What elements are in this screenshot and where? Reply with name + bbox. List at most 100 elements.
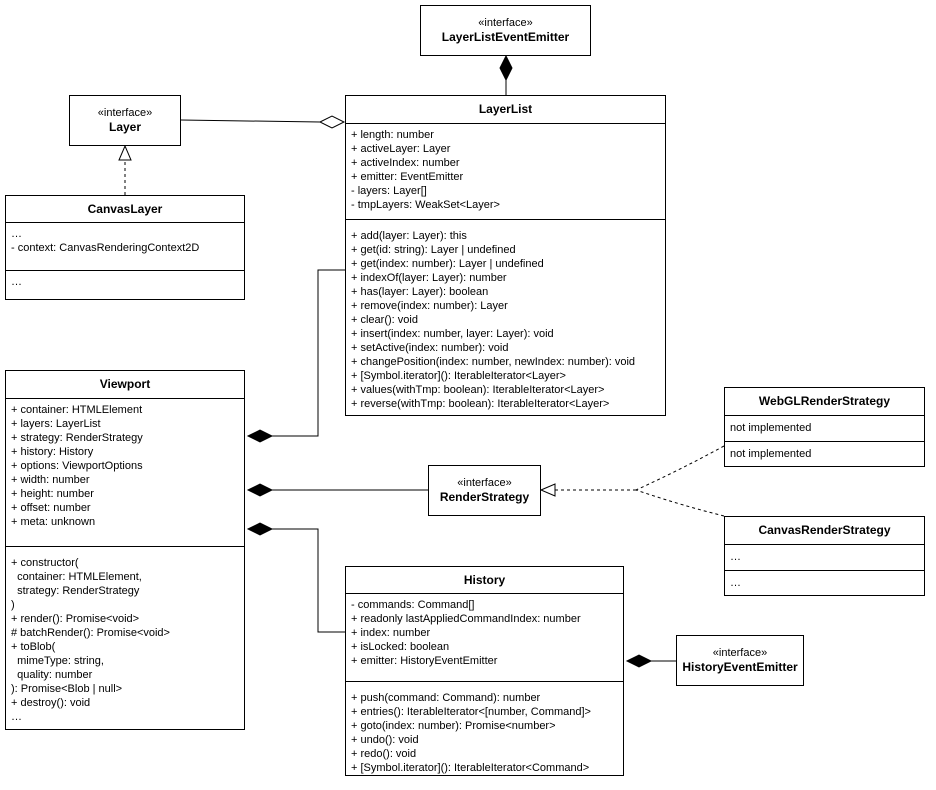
method: + render(): Promise<void>: [11, 613, 140, 625]
stereotype-label: «interface»: [457, 476, 512, 489]
methods-section: + constructor( container: HTMLElement, s…: [6, 546, 244, 728]
method: + indexOf(layer: Layer): number: [351, 272, 507, 284]
class-name: Viewport: [99, 377, 151, 391]
method: + constructor(: [11, 557, 79, 569]
class-layer: «interface» Layer: [69, 95, 181, 146]
method: quality: number: [11, 669, 93, 681]
class-name: CanvasRenderStrategy: [758, 523, 891, 537]
attribute: - commands: Command[]: [351, 599, 475, 611]
edge-history-historyemitter: [625, 654, 676, 668]
method: + redo(): void: [351, 748, 417, 760]
class-name: History: [463, 572, 506, 587]
attributes-section: not implemented: [725, 415, 924, 441]
composition-diamond: [246, 522, 274, 536]
attribute: + container: HTMLElement: [11, 404, 143, 416]
method: …: [11, 276, 22, 288]
edge-canvaslayer-layer: [118, 144, 132, 195]
attribute: + meta: unknown: [11, 516, 96, 528]
attribute: + emitter: HistoryEventEmitter: [351, 655, 498, 667]
attribute: + options: ViewportOptions: [11, 460, 143, 472]
attributes-section: + container: HTMLElement + layers: Layer…: [6, 398, 244, 546]
realization-arrow: [539, 483, 556, 497]
attribute: - context: CanvasRenderingContext2D: [11, 242, 200, 254]
stereotype-label: «interface»: [478, 16, 533, 29]
method: + changePosition(index: number, newIndex…: [351, 356, 636, 368]
class-name: CanvasLayer: [87, 201, 163, 216]
attributes-section: … - context: CanvasRenderingContext2D: [6, 222, 244, 270]
class-name: Layer: [108, 119, 142, 134]
method: + reverse(withTmp: boolean): IterableIte…: [351, 398, 610, 410]
class-history: History - commands: Command[] + readonly…: [345, 566, 624, 776]
attribute: - tmpLayers: WeakSet<Layer>: [351, 199, 500, 211]
method: …: [11, 711, 22, 723]
composition-diamond: [499, 54, 513, 82]
attribute: + strategy: RenderStrategy: [11, 432, 143, 444]
class-historyeventemitter: «interface» HistoryEventEmitter: [676, 635, 804, 686]
method: strategy: RenderStrategy: [11, 585, 140, 597]
class-canvasrenderstrategy: CanvasRenderStrategy … …: [724, 516, 925, 596]
attributes-section: …: [725, 544, 924, 570]
method: + has(layer: Layer): boolean: [351, 286, 489, 298]
methods-section: + push(command: Command): number + entri…: [346, 681, 623, 779]
attribute: + emitter: EventEmitter: [351, 171, 464, 183]
class-renderstrategy: «interface» RenderStrategy: [428, 465, 541, 516]
method: + remove(index: number): Layer: [351, 300, 508, 312]
edge-viewport-renderstrategy: [246, 483, 428, 497]
attributes-section: + length: number + activeLayer: Layer + …: [346, 123, 665, 219]
method: + destroy(): void: [11, 697, 91, 709]
method: # batchRender(): Promise<void>: [11, 627, 170, 639]
aggregation-diamond: [318, 115, 346, 129]
method: + setActive(index: number): void: [351, 342, 509, 354]
method: + get(id: string): Layer | undefined: [351, 244, 516, 256]
class-viewport: Viewport + container: HTMLElement + laye…: [5, 370, 245, 730]
attribute: + readonly lastAppliedCommandIndex: numb…: [351, 613, 581, 625]
attribute: + width: number: [11, 474, 90, 486]
attribute: + offset: number: [11, 502, 91, 514]
method: + [Symbol.iterator](): IterableIterator<…: [351, 370, 566, 382]
class-canvaslayer: CanvasLayer … - context: CanvasRendering…: [5, 195, 245, 300]
attributes-section: - commands: Command[] + readonly lastApp…: [346, 593, 623, 681]
method: + add(layer: Layer): this: [351, 230, 467, 242]
method: + undo(): void: [351, 734, 419, 746]
attribute: + height: number: [11, 488, 94, 500]
attribute: not implemented: [730, 422, 812, 434]
attribute: + layers: LayerList: [11, 418, 101, 430]
attribute: + length: number: [351, 129, 434, 141]
edge-strategies-renderstrategy: [539, 445, 725, 517]
realization-arrow: [118, 144, 132, 161]
methods-section: not implemented: [725, 441, 924, 465]
method: not implemented: [730, 448, 812, 460]
method: ): Promise<Blob | null>: [11, 683, 123, 695]
edge-layerlist-emitter: [499, 54, 513, 95]
method: + goto(index: number): Promise<number>: [351, 720, 556, 732]
class-layerlist: LayerList + length: number + activeLayer…: [345, 95, 666, 416]
method: …: [730, 577, 741, 589]
method: ): [11, 599, 15, 611]
attribute: + index: number: [351, 627, 431, 639]
attribute: + isLocked: boolean: [351, 641, 450, 653]
class-name: LayerListEventEmitter: [441, 29, 570, 44]
attribute: - layers: Layer[]: [351, 185, 427, 197]
attribute: …: [730, 551, 741, 563]
methods-section: …: [6, 270, 244, 293]
method: container: HTMLElement,: [11, 571, 142, 583]
class-webglrenderstrategy: WebGLRenderStrategy not implemented not …: [724, 387, 925, 467]
stereotype-label: «interface»: [97, 106, 153, 119]
class-name: HistoryEventEmitter: [682, 659, 798, 674]
methods-section: …: [725, 570, 924, 594]
class-layerlisteventemitter: «interface» LayerListEventEmitter: [420, 5, 591, 56]
class-name: RenderStrategy: [439, 489, 530, 504]
method: + [Symbol.iterator](): IterableIterator<…: [351, 762, 590, 774]
methods-section: + add(layer: Layer): this + get(id: stri…: [346, 219, 665, 415]
method: + insert(index: number, layer: Layer): v…: [351, 328, 554, 340]
method: + entries(): IterableIterator<[number, C…: [351, 706, 591, 718]
attribute: + activeLayer: Layer: [351, 143, 451, 155]
edge-layer-layerlist: [180, 115, 346, 129]
attribute: + activeIndex: number: [351, 157, 460, 169]
composition-diamond: [625, 654, 653, 668]
attribute: …: [11, 228, 22, 240]
method: + get(index: number): Layer | undefined: [351, 258, 544, 270]
method: mimeType: string,: [11, 655, 104, 667]
method: + clear(): void: [351, 314, 418, 326]
